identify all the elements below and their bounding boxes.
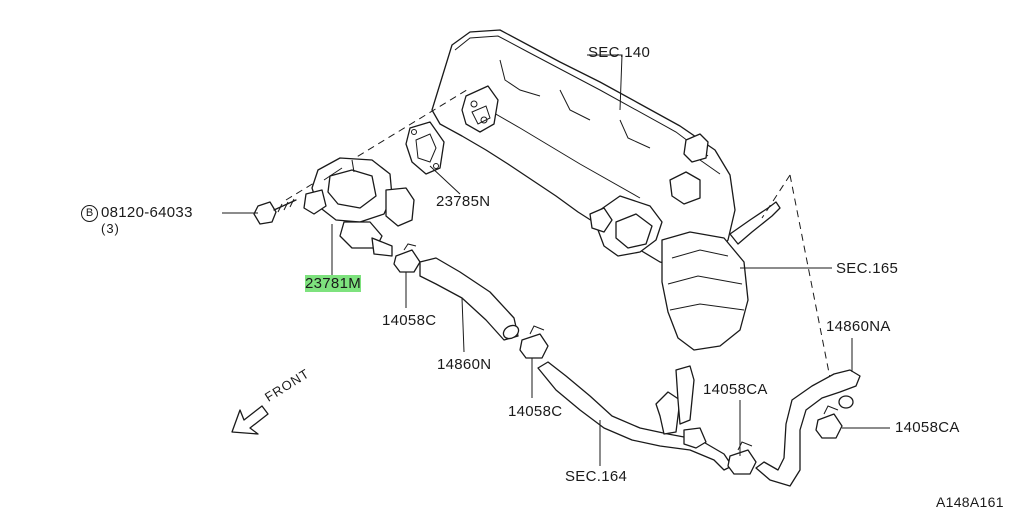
label-14860n[interactable]: 14860N — [437, 356, 492, 373]
label-14860na[interactable]: 14860NA — [826, 318, 891, 335]
manifold-flange — [461, 85, 499, 133]
leader-14860n — [461, 297, 465, 353]
mount-line-right-vert — [789, 174, 833, 389]
pipe-sec164 — [537, 361, 733, 471]
clamp-14058ca-upper — [815, 405, 843, 439]
clamp-14058c-lower — [519, 325, 549, 359]
label-14058ca-a[interactable]: 14058CA — [703, 381, 768, 398]
hose-14860na — [755, 369, 861, 487]
mount-line-right — [761, 174, 791, 219]
label-bolt-qty: (3) — [101, 221, 120, 236]
label-sec165[interactable]: SEC.165 — [836, 260, 899, 277]
label-14058c-a[interactable]: 14058C — [382, 312, 437, 329]
diagram-id: A148A161 — [936, 494, 1004, 510]
clamp-14058c-upper — [393, 243, 421, 273]
front-arrow — [231, 405, 269, 435]
leader-sec140 — [587, 54, 623, 111]
label-23781m[interactable]: 23781M — [305, 275, 362, 292]
bolt-08120-64033 — [253, 198, 297, 225]
clamp-14058ca-lower — [727, 441, 757, 475]
label-23781m-highlight: 23781M — [305, 275, 362, 292]
label-sec140[interactable]: SEC.140 — [588, 44, 651, 61]
aac-valve-23781m — [303, 157, 415, 257]
label-14058c-b[interactable]: 14058C — [508, 403, 563, 420]
label-bolt-part[interactable]: 08120-64033 — [101, 204, 193, 221]
bolt-symbol-icon: B — [81, 205, 98, 222]
hose-14860n — [419, 257, 520, 341]
leader-23785n — [429, 165, 461, 195]
label-14058ca-b[interactable]: 14058CA — [895, 419, 960, 436]
air-duct — [661, 201, 781, 351]
gasket-23785n — [405, 121, 445, 175]
label-sec164[interactable]: SEC.164 — [565, 468, 628, 485]
label-23785n[interactable]: 23785N — [436, 193, 491, 210]
throttle-chamber — [589, 133, 709, 257]
